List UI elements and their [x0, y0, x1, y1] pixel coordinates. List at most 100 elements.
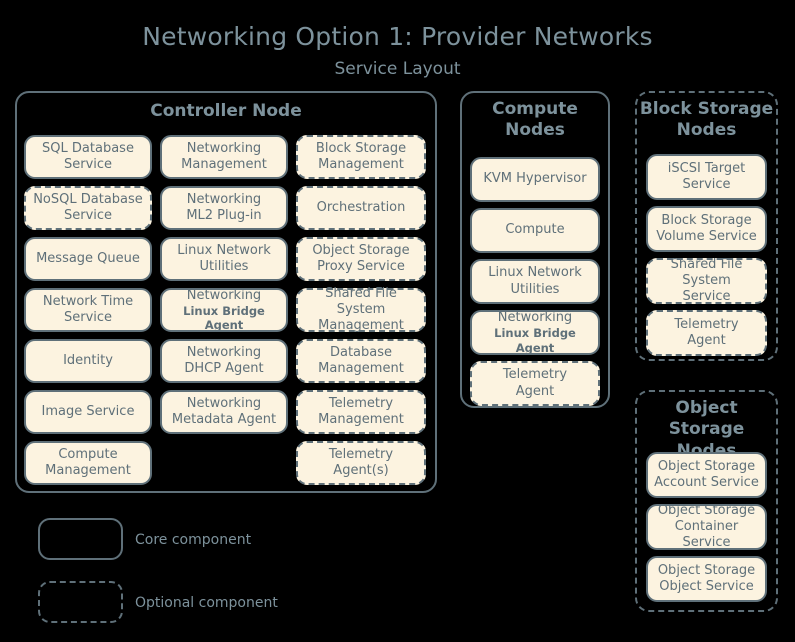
- component-label-line1: Block Storage: [661, 212, 752, 228]
- component-label-line1: Block Storage: [315, 140, 407, 156]
- component-label-line1: Linux Network: [488, 265, 582, 281]
- component-label-line1: Networking: [186, 191, 262, 207]
- component-label-line1: Message Queue: [36, 250, 140, 266]
- component-controller-c1-5[interactable]: Identity: [24, 339, 152, 383]
- component-controller-c3-2[interactable]: Orchestration: [296, 186, 426, 230]
- component-label-line1: Telemetry: [328, 446, 394, 462]
- component-label-line2: ML2 Plug-in: [186, 208, 262, 223]
- group-object-storage-nodes-title-line1: Object: [675, 398, 738, 418]
- component-label-line2: Management: [318, 412, 404, 427]
- component-label-line1: Networking: [186, 140, 262, 156]
- component-label-line1: Networking: [497, 310, 573, 325]
- component-label-line1: iSCSI Target: [667, 160, 746, 176]
- component-label-line2: Management: [318, 157, 404, 172]
- component-label-line1: SQL Database: [42, 140, 134, 156]
- group-block-storage-nodes-title-line2: Nodes: [676, 120, 737, 141]
- component-controller-c1-6[interactable]: Image Service: [24, 390, 152, 434]
- component-label-line1: Network Time: [42, 293, 134, 309]
- component-label-line1: NoSQL Database: [33, 191, 143, 207]
- component-label-line1: Telemetry: [674, 316, 739, 332]
- component-label-line1: KVM Hypervisor: [483, 171, 587, 187]
- component-label-line1: Networking: [186, 287, 262, 303]
- legend-label-optional: Optional component: [135, 595, 278, 611]
- component-label-line2: Management: [181, 157, 267, 172]
- component-label-line1: Networking: [186, 395, 262, 411]
- component-label-line2: Volume Service: [656, 229, 757, 244]
- component-label-line2: Object Service: [659, 579, 754, 594]
- component-label-line1: Linux Network: [177, 242, 271, 258]
- component-label-line1: Object Storage: [312, 242, 410, 258]
- component-label-line1: Object Storage: [657, 458, 756, 474]
- component-label-line1: Telemetry: [328, 395, 394, 411]
- component-label-line1: Identity: [63, 352, 113, 368]
- legend-label-core: Core component: [135, 532, 252, 548]
- group-block-storage-nodes-title-line1: Block Storage: [639, 99, 774, 119]
- component-label-line2: Management: [318, 361, 404, 376]
- component-label-line2: Agent: [687, 333, 726, 348]
- component-label-line2: Service: [63, 310, 113, 325]
- component-label-line2: Container Service: [674, 518, 739, 551]
- component-label-line1: Orchestration: [316, 199, 406, 215]
- component-compute-2[interactable]: Compute: [470, 208, 600, 253]
- component-label-line2: DHCP Agent: [184, 361, 264, 376]
- component-label-line2: Proxy Service: [317, 259, 405, 274]
- group-compute-nodes-title: Compute Nodes: [462, 93, 608, 142]
- component-label-line1: Image Service: [41, 403, 135, 419]
- component-label-line2: Management: [45, 463, 131, 478]
- component-compute-1[interactable]: KVM Hypervisor: [470, 157, 600, 202]
- component-label-line2: Service: [682, 289, 731, 305]
- component-label-line2: Linux Bridge Agent: [494, 326, 576, 355]
- component-label-line2: Linux Bridge Agent: [183, 303, 265, 333]
- component-label-line2: Service: [63, 157, 113, 172]
- component-label-line1: Shared File System: [325, 285, 397, 317]
- component-label-line1: Networking: [186, 344, 262, 360]
- component-label-line2: Agent: [515, 383, 555, 399]
- component-label-line2: Utilities: [199, 259, 249, 274]
- legend-swatch-optional: [38, 581, 123, 623]
- group-compute-nodes-title-line2: Nodes: [505, 120, 565, 141]
- component-label-line1: Object Storage: [657, 562, 756, 578]
- component-label-line1: Compute: [505, 222, 565, 238]
- component-label-line2: Account Service: [654, 475, 759, 490]
- page-subtitle: Service Layout: [334, 59, 461, 79]
- component-label-line2: Service: [682, 177, 731, 192]
- component-controller-c1-3[interactable]: Message Queue: [24, 237, 152, 281]
- component-label-line1: Shared File System: [670, 256, 743, 288]
- group-controller-node-title: Controller Node: [150, 101, 302, 121]
- component-label-line1: Object Storage: [657, 502, 756, 518]
- component-label-line2: Metadata Agent: [171, 412, 277, 427]
- group-compute-nodes-title-line1: Compute: [492, 99, 578, 119]
- page-title: Networking Option 1: Provider Networks: [142, 22, 653, 51]
- component-label-line1: Telemetry: [502, 367, 568, 383]
- legend-swatch-core: [38, 518, 123, 560]
- component-label-line2: Management: [318, 318, 404, 334]
- component-label-line1: Database: [329, 344, 393, 360]
- group-block-storage-nodes-title: Block Storage Nodes: [637, 93, 776, 142]
